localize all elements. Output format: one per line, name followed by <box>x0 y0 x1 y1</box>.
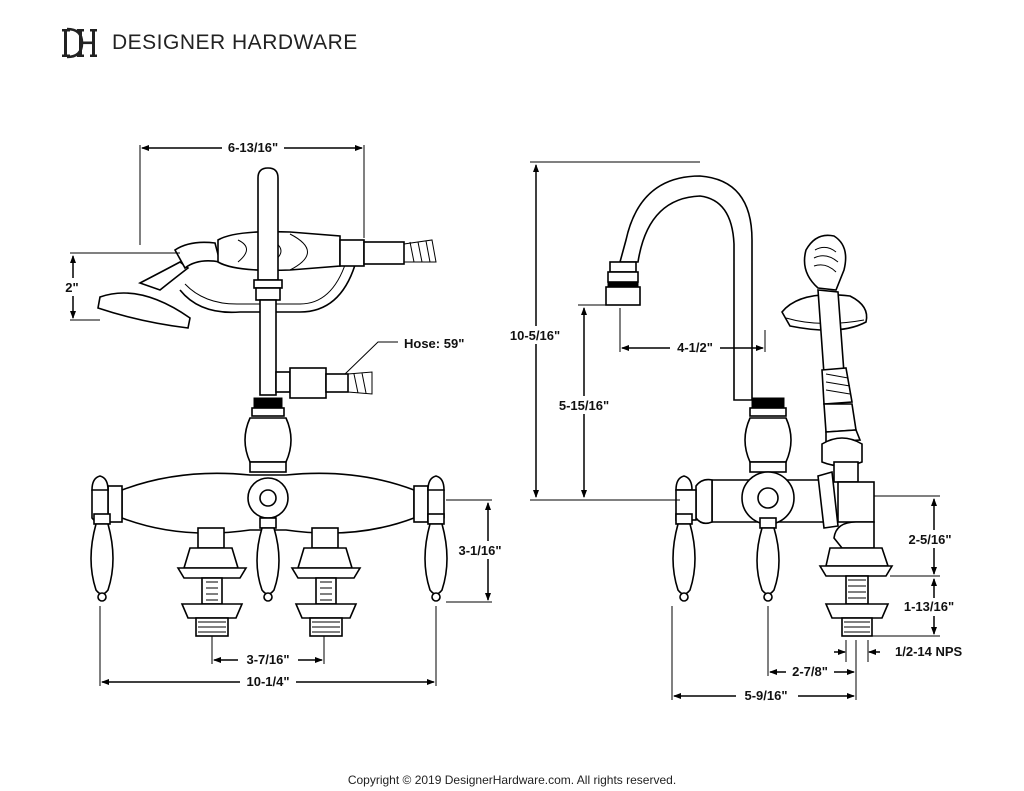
dim-spout-height: 5-15/16" <box>559 398 609 413</box>
dim-body-depth: 2-7/8" <box>792 664 828 679</box>
designer-hardware-logo <box>62 27 97 59</box>
right-handle <box>424 513 448 602</box>
dim-top-width: 6-13/16" <box>228 140 278 155</box>
copyright-footer: Copyright © 2019 DesignerHardware.com. A… <box>347 773 677 787</box>
gooseneck-spout <box>618 175 753 401</box>
brand-name: DESIGNER HARDWARE <box>112 31 358 54</box>
dim-overall-height: 10-5/16" <box>510 328 560 343</box>
left-handle <box>90 513 114 602</box>
dim-thread-size: 1/2-14 NPS <box>895 644 963 659</box>
dim-overall-width: 10-1/4" <box>246 674 289 689</box>
center-handle <box>256 517 280 602</box>
dim-spout-reach: 4-1/2" <box>677 340 713 355</box>
hand-shower-head <box>97 292 191 329</box>
dim-center-spacing: 3-7/16" <box>246 652 289 667</box>
dim-body-to-mount: 2-5/16" <box>908 532 951 547</box>
riser-top <box>257 167 279 281</box>
front-view <box>70 145 492 686</box>
dim-overall-depth: 5-9/16" <box>744 688 787 703</box>
brand-header: DESIGNER HARDWARE <box>62 26 358 60</box>
side-view <box>530 161 940 700</box>
dim-hose-length: Hose: 59" <box>404 336 464 351</box>
dim-shank-length: 1-13/16" <box>904 599 954 614</box>
dim-handle-height: 3-1/16" <box>458 543 501 558</box>
hand-shower-handle <box>217 230 341 272</box>
dim-hand-shower-height: 2" <box>65 280 78 295</box>
